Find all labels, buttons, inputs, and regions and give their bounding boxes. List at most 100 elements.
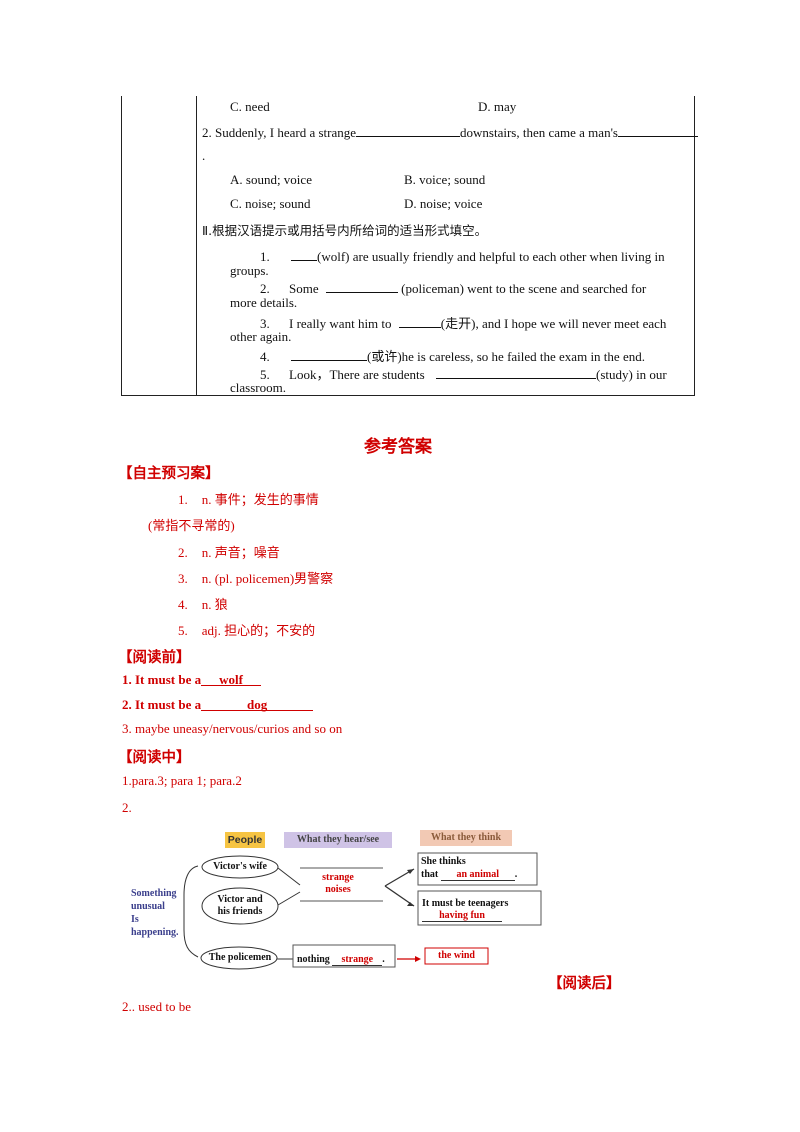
section-before-reading-heading: 【阅读前】 — [118, 650, 191, 666]
fill-5-text-b: (study) in our — [595, 367, 667, 382]
think-1-answer: an animal — [440, 869, 515, 881]
node-victor-friends: Victor and his friends — [204, 894, 276, 918]
answer-strange-noises-line-1: strange — [322, 872, 354, 883]
answer-2: 2.n. 声音；噪音 — [178, 542, 280, 561]
answer-1: 1. n. 事件；发生的事情 — [178, 489, 319, 508]
answer-1-cont: (常指不寻常的) — [148, 518, 235, 533]
option-d: D. may — [478, 99, 517, 114]
fill-1-text: (wolf) are usually friendly and helpful … — [317, 249, 665, 264]
fill-2-text-a: Some — [289, 281, 319, 296]
while-answer-2-label: 2. — [122, 800, 132, 815]
answer-strange-noises-line-2: noises — [325, 884, 351, 895]
section-preview-heading: 【自主预习案】 — [118, 466, 220, 482]
answer-5: 5.adj. 担心的；不安的 — [178, 620, 315, 639]
fill-2-text-b: (policeman) went to the scene and search… — [401, 281, 647, 296]
fill-3-blank[interactable] — [398, 314, 441, 328]
option-c: C. need — [230, 99, 270, 114]
fill-3-number: 3. — [260, 316, 270, 331]
q2-text-b: downstairs, then came a man's — [460, 125, 618, 140]
before-answer-1-value: wolf — [219, 672, 244, 687]
connector-wife — [277, 867, 301, 886]
q2-period: . — [202, 148, 206, 163]
fill-3: 3. I really want him to (走开), and I hope… — [260, 313, 666, 332]
node-victor-friends-line-2: his friends — [217, 906, 263, 917]
answer-4-text: n. 狼 — [201, 597, 228, 612]
nothing-strange-answer: strange — [332, 954, 383, 966]
fill-4-number: 4. — [260, 349, 270, 364]
after-answer-2: 2.. used to be — [122, 999, 191, 1014]
q2-blank-1[interactable] — [356, 123, 461, 137]
answer-1-number: 1. — [178, 492, 188, 507]
arrow-to-thinks-2 — [384, 885, 415, 907]
fill-2-blank[interactable] — [325, 279, 398, 293]
fill-3-text-b: (走开), and I hope we will never meet each — [440, 316, 667, 331]
answer-4: 4.n. 狼 — [178, 594, 228, 613]
before-answer-2-text: 2. It must be a — [122, 697, 202, 712]
answer-2-text: n. 声音；噪音 — [201, 545, 280, 560]
fill-5-cont: classroom. — [230, 380, 286, 395]
fill-2-number: 2. — [260, 281, 270, 296]
fill-5: 5. Look，There are students (study) in ou… — [260, 364, 667, 383]
think-2-line-1: It must be teenagers — [422, 898, 509, 909]
before-answer-2-value: dog — [246, 697, 268, 712]
arrowhead-2 — [407, 902, 414, 906]
fill-1: 1. (wolf) are usually friendly and helpf… — [260, 247, 665, 265]
header-think: What they think — [420, 830, 512, 846]
fill-3-cont: other again. — [230, 329, 292, 344]
left-label-line-2: unusual — [131, 901, 165, 912]
before-answer-1: 1. It must be a wolf — [122, 672, 262, 688]
oval-wife — [201, 855, 279, 879]
answer-3-text: n. (pl. policemen)男警察 — [201, 571, 334, 586]
answer-5-text: adj. 担心的；不安的 — [201, 623, 316, 638]
think-1-that: that — [421, 869, 439, 880]
left-label-line-4: happening. — [131, 927, 179, 938]
fill-1-number: 1. — [260, 249, 270, 264]
fill-5-number: 5. — [260, 367, 270, 382]
q2-option-d: D. noise; voice — [404, 196, 483, 211]
section-after-reading-heading: 【阅读后】 — [548, 976, 621, 992]
header-people: People — [225, 832, 265, 848]
nothing-strange-text: nothing strange. — [297, 954, 385, 966]
arrowhead-1 — [407, 869, 414, 874]
answer-3: 3. n. (pl. policemen)男警察 — [178, 568, 333, 587]
think-2-answer: having fun — [422, 910, 502, 922]
box-think-1 — [417, 852, 538, 886]
node-victors-wife: Victor's wife — [213, 861, 267, 872]
node-victor-friends-line-1: Victor and — [217, 894, 263, 905]
q2-option-a: A. sound; voice — [230, 172, 312, 187]
answer-the-wind: the wind — [438, 950, 475, 961]
think-1-line-2: that an animal. — [421, 869, 518, 881]
answers-title: 参考答案 — [364, 437, 432, 457]
fill-5-text-a: Look，There are students — [289, 367, 425, 382]
diagram-brace — [183, 865, 199, 958]
fill-4: 4. (或许)he is careless, so he failed the … — [260, 346, 645, 365]
before-answer-1-text: 1. It must be a — [122, 672, 202, 687]
answer-1-text: n. 事件；发生的事情 — [201, 492, 319, 507]
while-answer-1: 1.para.3; para 1; para.2 — [122, 773, 242, 788]
q2-blank-2[interactable] — [617, 123, 698, 137]
fill-4-blank[interactable] — [291, 347, 367, 361]
fill-1-blank[interactable] — [291, 247, 317, 261]
fill-2-cont: more details. — [230, 295, 298, 310]
oval-friends — [201, 887, 279, 925]
fill-5-blank[interactable] — [435, 365, 596, 379]
header-hear-see: What they hear/see — [284, 832, 392, 848]
fill-2: 2. Some (policeman) went to the scene an… — [260, 279, 646, 297]
connector-friends — [277, 891, 301, 906]
q2-option-b: B. voice; sound — [404, 172, 486, 187]
before-answer-1-blank: wolf — [201, 672, 262, 687]
nothing-label: nothing — [297, 954, 330, 965]
diagram-left-label: Something unusual Is happening. — [131, 887, 179, 939]
section-2-heading: Ⅱ.根据汉语提示或用括号内所给词的适当形式填空。 — [202, 223, 488, 238]
answer-strange-noises: strange noises — [308, 872, 368, 896]
node-policemen: The policemen — [208, 952, 272, 963]
fill-4-text: (或许)he is careless, so he failed the exa… — [367, 349, 645, 364]
box-think-2 — [417, 890, 542, 926]
answer-3-number: 3. — [178, 571, 188, 586]
box-wind — [424, 947, 489, 965]
before-answer-2-blank: dog — [201, 697, 314, 712]
before-answer-3: 3. maybe uneasy/nervous/curios and so on — [122, 721, 343, 736]
left-label-line-1: Something — [131, 888, 177, 899]
